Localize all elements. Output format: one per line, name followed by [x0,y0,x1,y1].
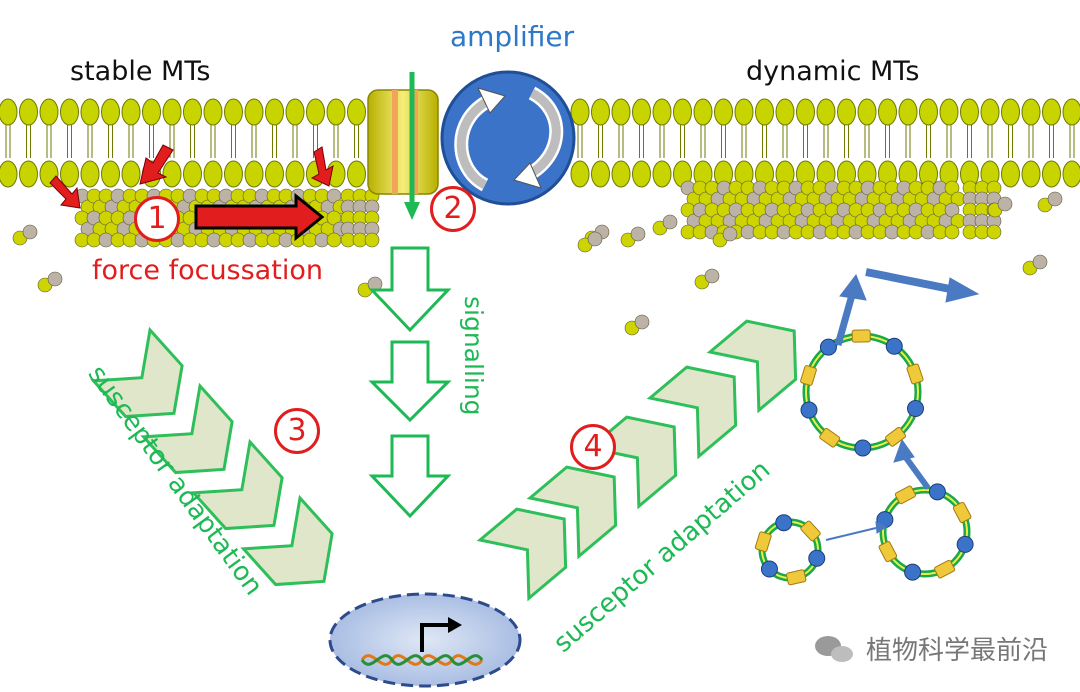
wechat-icon [815,636,853,662]
amplifier-cycle [440,70,576,206]
nucleus [328,592,522,688]
amplifier-label: amplifier [450,20,575,53]
watermark-label: 植物科学最前沿 [866,636,1049,666]
marker-2: 2 [430,186,476,232]
channel-pore [367,89,439,195]
signalling-label: signalling [459,296,488,416]
force-focussation-label: force focussation [92,255,323,286]
free-tubulin-dimers [12,191,1063,336]
marker-3: 3 [274,408,320,454]
stable-mts-label: stable MTs [70,56,211,87]
marker-1: 1 [134,196,180,242]
plasma-membrane [0,98,1080,188]
signal-arrow [404,72,420,220]
susceptor-chevrons-right [476,319,798,602]
dynamic-microtubule [680,180,1002,240]
susceptor-chevrons-left [90,326,334,587]
signalling-arrows [368,246,452,519]
vesicle-cycle [754,329,974,586]
force-arrows [49,144,334,242]
vesicle-flow-arrows [825,268,980,541]
marker-4: 4 [570,424,616,470]
dynamic-mts-label: dynamic MTs [746,56,920,87]
